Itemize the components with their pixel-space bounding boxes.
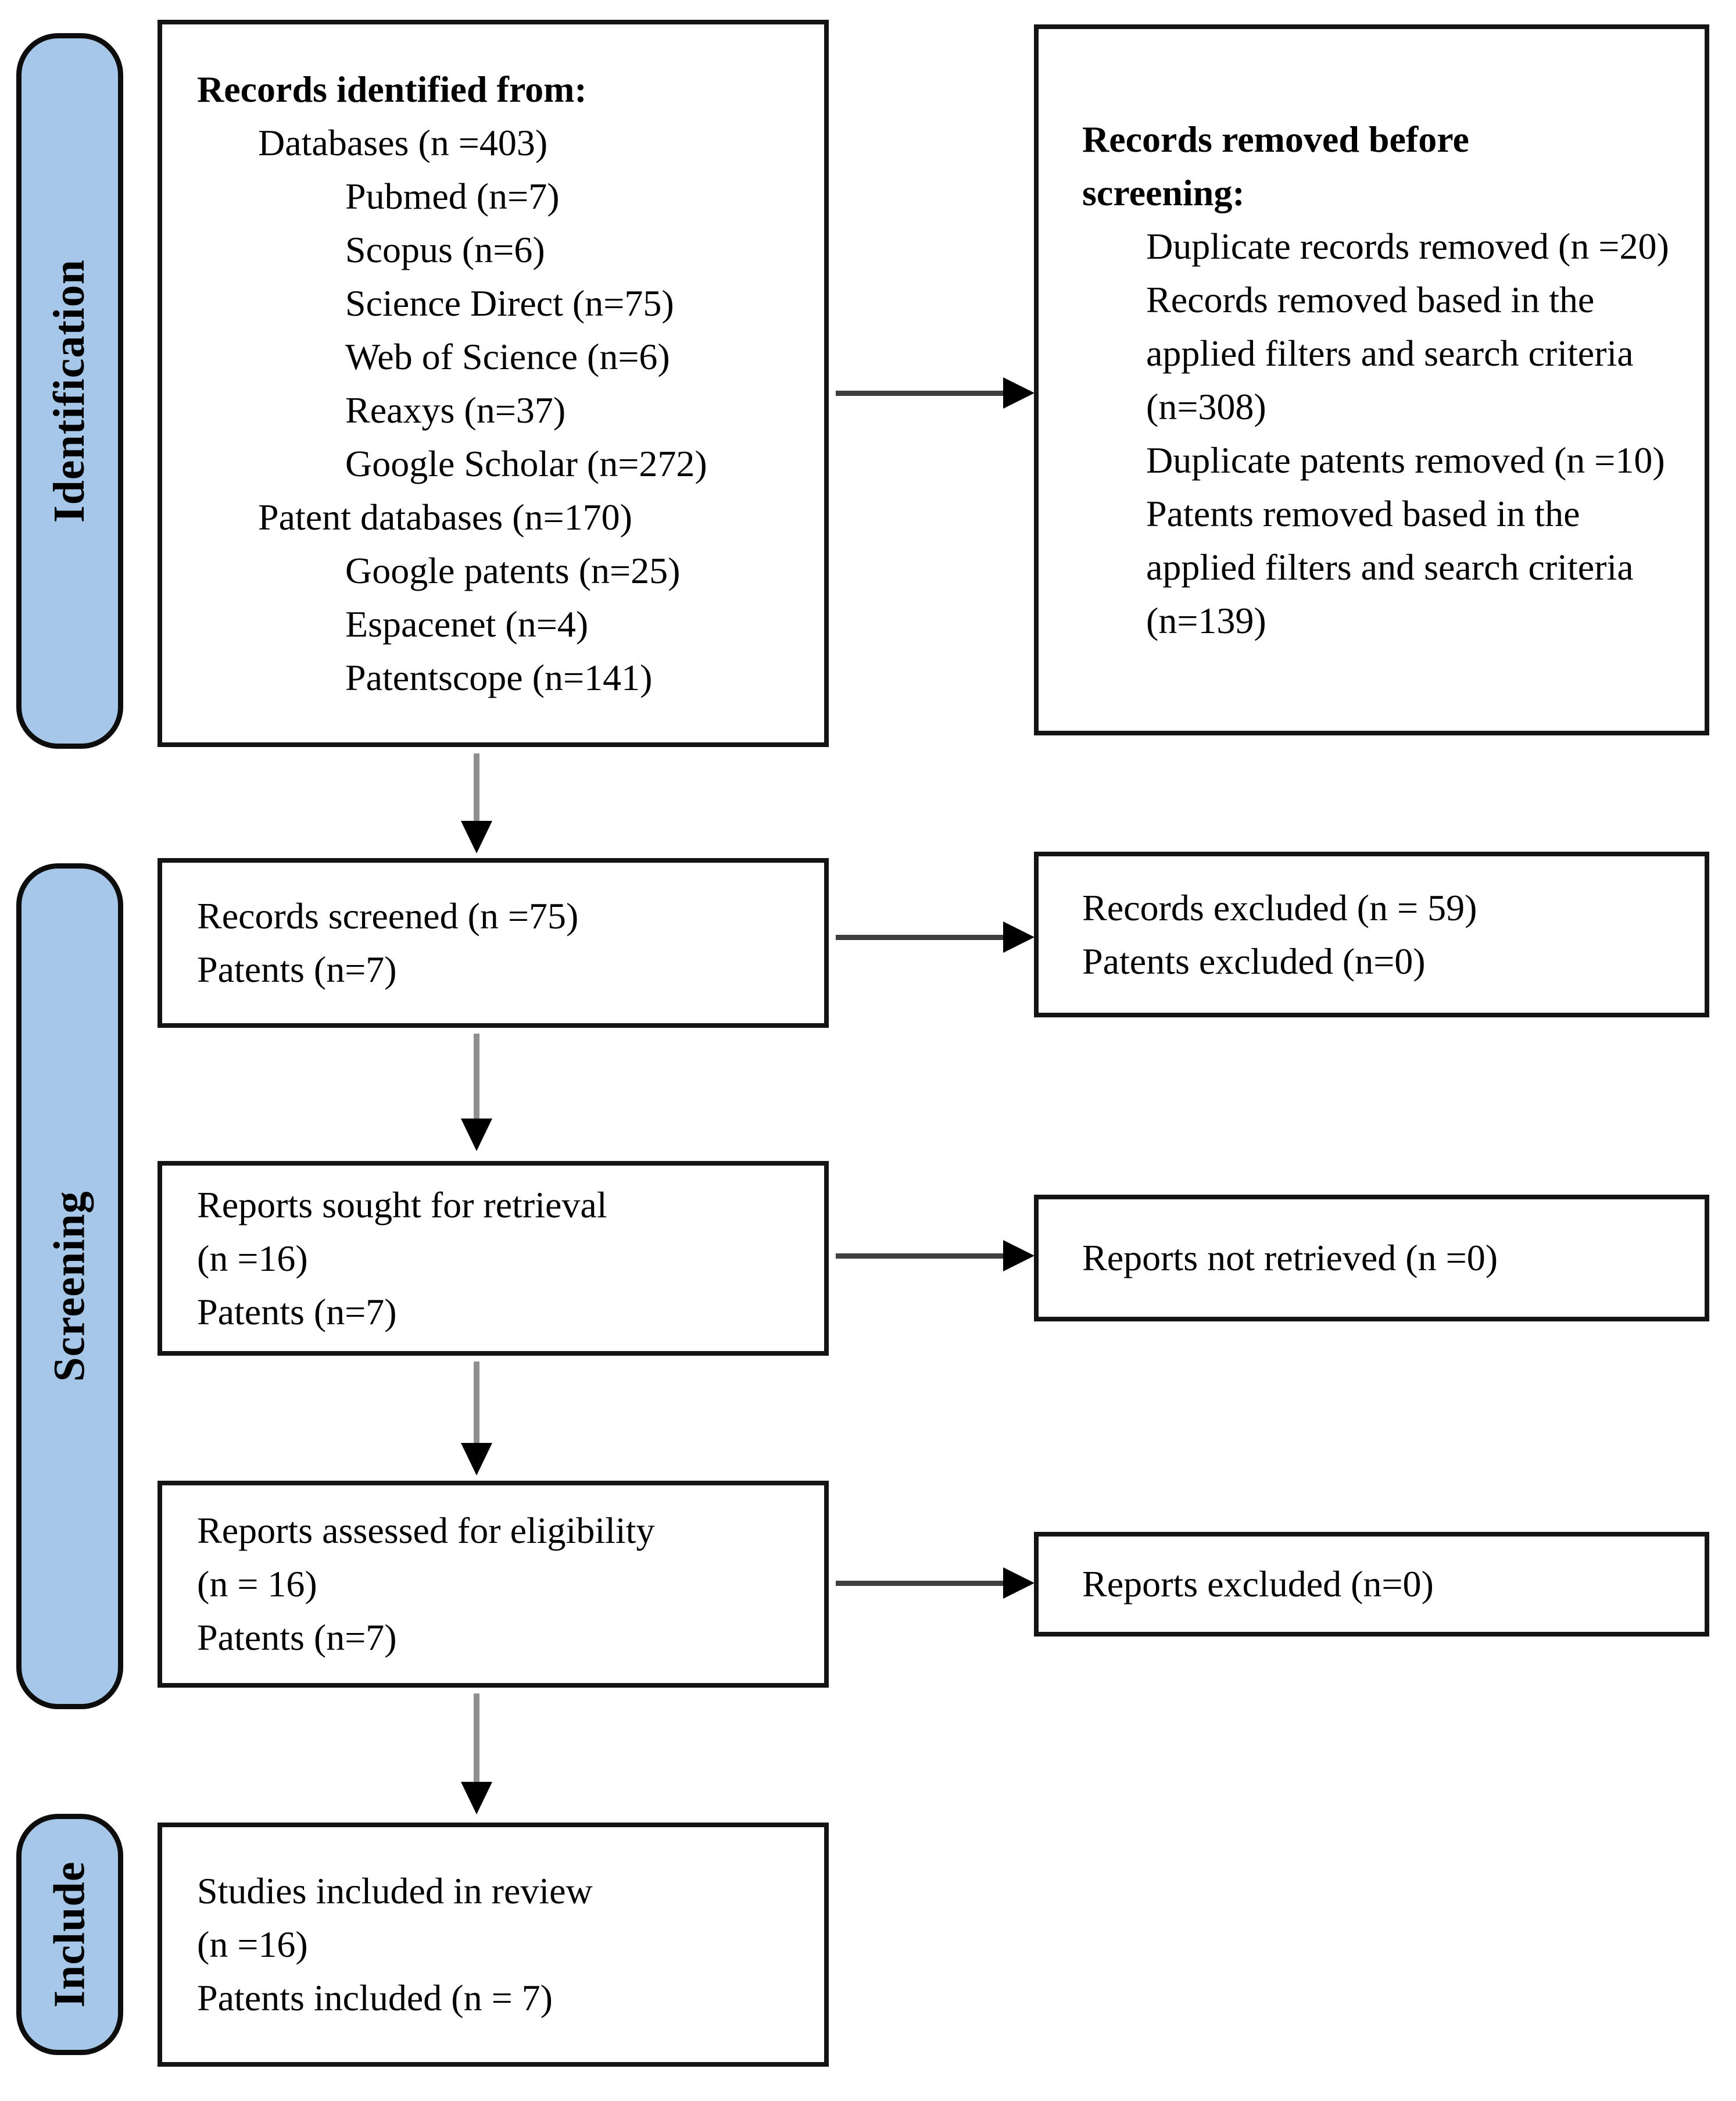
box-records-identified: Records identified from: Databases (n =4…: [158, 20, 829, 747]
box-records-screened: Records screened (n =75) Patents (n=7): [158, 858, 829, 1028]
included-line: Patents included (n = 7): [197, 1977, 553, 2018]
down-arrow-icon: [461, 1443, 492, 1475]
stage-label-identification-text: Identification: [45, 259, 94, 523]
included-line: Studies included in review: [197, 1870, 593, 1911]
sought-line: Reports sought for retrieval: [197, 1184, 607, 1225]
removed-item: Duplicate records removed (n =20): [1146, 225, 1669, 267]
source-line: Science Direct (n=75): [345, 282, 674, 324]
source-line: Google Scholar (n=272): [345, 442, 707, 484]
stage-label-screening: Screening: [16, 863, 123, 1709]
right-arrow-stem: [836, 391, 1005, 396]
down-arrow-stem: [474, 1362, 479, 1445]
box-reports-not-retrieved: Reports not retrieved (n =0): [1034, 1195, 1709, 1321]
source-line: Google patents (n=25): [345, 549, 681, 591]
sought-line: (n =16): [197, 1237, 308, 1279]
assessed-line: Patents (n=7): [197, 1617, 397, 1658]
down-arrow-stem: [474, 1693, 479, 1784]
right-arrow-stem: [836, 1581, 1005, 1586]
down-arrow-icon: [461, 1119, 492, 1151]
removed-item: Records removed based in the applied fil…: [1146, 278, 1634, 427]
source-line: Patentscope (n=141): [345, 656, 653, 698]
source-line: Scopus (n=6): [345, 228, 545, 270]
assessed-line: Reports assessed for eligibility: [197, 1510, 655, 1551]
right-arrow-icon: [1003, 377, 1035, 409]
reports-excluded-line: Reports excluded (n=0): [1082, 1563, 1434, 1605]
down-arrow-icon: [461, 821, 492, 853]
box-reports-assessed: Reports assessed for eligibility (n = 16…: [158, 1481, 829, 1688]
not-retrieved-line: Reports not retrieved (n =0): [1082, 1237, 1498, 1278]
records-removed-title: Records removed before screening:: [1082, 118, 1469, 213]
source-line: Reaxys (n=37): [345, 389, 566, 431]
right-arrow-icon: [1003, 1567, 1035, 1599]
source-line: Databases (n =403): [258, 122, 548, 163]
box-records-removed: Records removed before screening: Duplic…: [1034, 24, 1709, 735]
screened-line: Patents (n=7): [197, 949, 397, 990]
source-line: Web of Science (n=6): [345, 335, 670, 377]
sought-line: Patents (n=7): [197, 1291, 397, 1332]
removed-item: Patents removed based in the applied fil…: [1146, 492, 1634, 641]
right-arrow-icon: [1003, 1240, 1035, 1271]
box-records-excluded: Records excluded (n = 59) Patents exclud…: [1034, 852, 1709, 1017]
stage-label-include: Include: [16, 1814, 123, 2055]
source-line: Espacenet (n=4): [345, 603, 589, 645]
included-line: (n =16): [197, 1924, 308, 1965]
source-line: Pubmed (n=7): [345, 175, 560, 217]
records-excluded-line: Records excluded (n = 59): [1082, 887, 1477, 928]
stage-label-include-text: Include: [45, 1861, 94, 2008]
stage-label-screening-text: Screening: [45, 1191, 94, 1382]
right-arrow-stem: [836, 1253, 1005, 1259]
screened-line: Records screened (n =75): [197, 895, 579, 937]
records-identified-title: Records identified from:: [197, 68, 587, 110]
source-line: Patent databases (n=170): [258, 496, 632, 538]
assessed-line: (n = 16): [197, 1563, 317, 1605]
down-arrow-stem: [474, 753, 479, 823]
down-arrow-icon: [461, 1782, 492, 1814]
box-studies-included: Studies included in review (n =16) Paten…: [158, 1823, 829, 2067]
stage-label-identification: Identification: [16, 33, 123, 749]
box-reports-excluded: Reports excluded (n=0): [1034, 1532, 1709, 1637]
removed-item: Duplicate patents removed (n =10): [1146, 439, 1665, 481]
right-arrow-icon: [1003, 921, 1035, 953]
box-reports-sought: Reports sought for retrieval (n =16) Pat…: [158, 1161, 829, 1356]
down-arrow-stem: [474, 1034, 479, 1121]
right-arrow-stem: [836, 935, 1005, 940]
records-excluded-line: Patents excluded (n=0): [1082, 940, 1426, 982]
